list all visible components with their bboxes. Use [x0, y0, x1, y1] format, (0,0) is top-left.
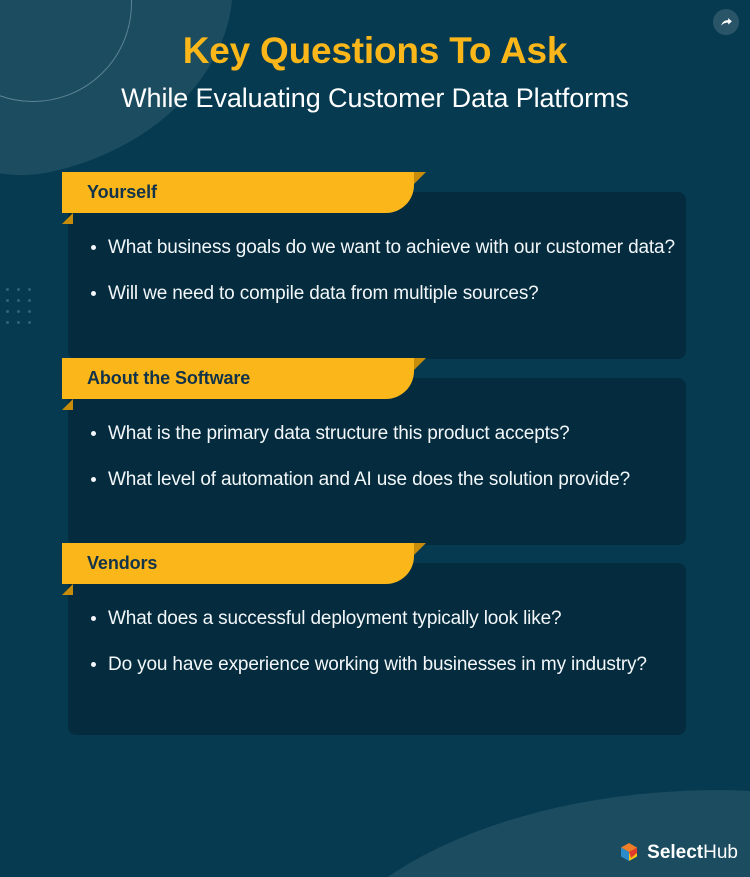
header: Key Questions To Ask While Evaluating Cu…: [0, 0, 750, 115]
logo-text-light: Hub: [703, 841, 738, 863]
selecthub-logo-text: SelectHub: [647, 843, 738, 862]
section-heading-label: About the Software: [87, 367, 251, 388]
list-item: What is the primary data structure this …: [91, 421, 720, 446]
section-panel: [68, 563, 686, 736]
list-item: Do you have experience working with busi…: [91, 652, 720, 677]
ribbon-fold-right: [414, 357, 426, 370]
ribbon-fold-left: [62, 398, 73, 410]
share-arrow-icon: [720, 17, 732, 26]
ribbon-fold-right: [414, 543, 426, 556]
selecthub-cube-icon: [621, 843, 638, 861]
ribbon-shape: [62, 357, 414, 399]
logo-text-bold: Select: [647, 841, 704, 863]
section-about-the-software: About the Software What is the primary d…: [0, 357, 750, 545]
bottom-right-wave-decoration: [300, 790, 750, 877]
list-item: What business goals do we want to achiev…: [91, 235, 720, 260]
share-button[interactable]: [713, 9, 739, 35]
list-item: What level of automation and AI use does…: [91, 467, 720, 492]
list-item: Will we need to compile data from multip…: [91, 281, 720, 306]
section-heading-ribbon: Yourself: [62, 172, 426, 224]
ribbon-fold-left: [62, 584, 73, 596]
sections-container: Yourself What business goals do we want …: [0, 172, 750, 736]
ribbon-fold-right: [414, 172, 426, 184]
ribbon-shape: [62, 543, 414, 585]
section-panel: [68, 377, 686, 545]
ribbon-fold-left: [62, 213, 73, 224]
section-vendors: Vendors What does a successful deploymen…: [0, 543, 750, 736]
list-item: What does a successful deployment typica…: [91, 606, 720, 631]
page-title: Key Questions To Ask: [182, 30, 568, 71]
section-panel: [68, 192, 686, 359]
section-bullet-list: What is the primary data structure this …: [0, 399, 750, 517]
section-heading-label: Vendors: [87, 553, 158, 574]
section-yourself: Yourself What business goals do we want …: [0, 172, 750, 359]
section-heading-ribbon: Vendors: [62, 543, 426, 596]
section-heading-label: Yourself: [87, 182, 157, 202]
selecthub-logo[interactable]: SelectHub: [618, 841, 738, 863]
section-bullet-list: What business goals do we want to achiev…: [0, 213, 750, 331]
page-subtitle: While Evaluating Customer Data Platforms: [121, 82, 629, 113]
section-heading-ribbon: About the Software: [62, 357, 426, 410]
section-bullet-list: What does a successful deployment typica…: [0, 584, 750, 702]
